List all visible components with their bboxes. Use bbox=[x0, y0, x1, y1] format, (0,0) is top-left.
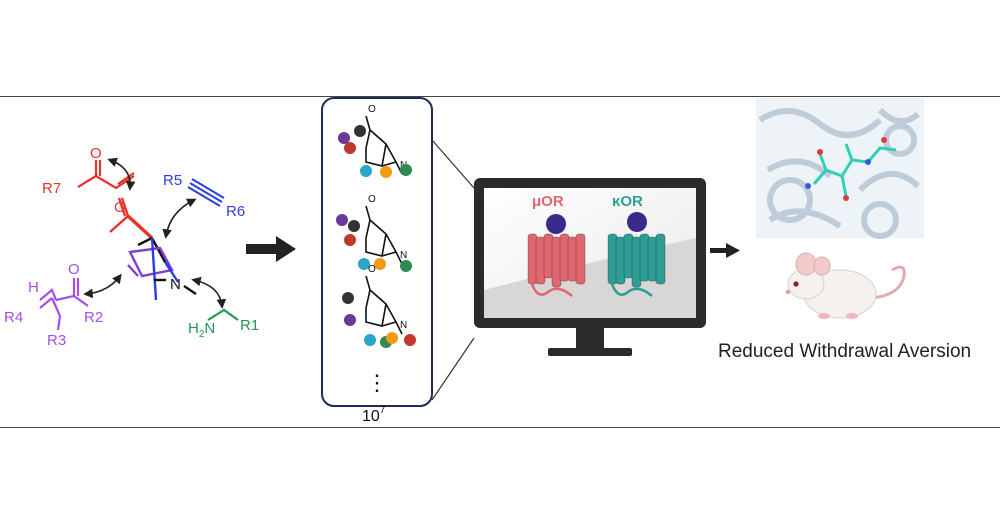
arrow-to-library bbox=[246, 236, 296, 262]
mouse-illustration bbox=[785, 252, 906, 319]
substituent-ball bbox=[400, 260, 412, 272]
amine-building-block bbox=[207, 308, 239, 321]
library-panel: ONONON ⋮ bbox=[321, 97, 433, 407]
kappa-loop bbox=[610, 283, 653, 297]
library-nitrogen-label: N bbox=[400, 250, 407, 261]
michael-h-label: H bbox=[28, 279, 39, 296]
substituent-ball bbox=[358, 258, 370, 270]
library-ellipsis: ⋮ bbox=[366, 370, 388, 395]
kappa-or-label: κOR bbox=[612, 193, 643, 210]
r4-label: R4 bbox=[4, 309, 23, 326]
r6-label: R6 bbox=[226, 203, 245, 220]
amine-h-label: H2N bbox=[188, 320, 215, 340]
r3-label: R3 bbox=[47, 332, 66, 349]
library-member: ON bbox=[336, 194, 412, 272]
substituent-ball bbox=[404, 334, 416, 346]
alkyne-building-block bbox=[187, 178, 225, 207]
acrylate-oxygen-label: O bbox=[90, 145, 102, 162]
substituent-ball bbox=[360, 165, 372, 177]
zoom-lines bbox=[431, 139, 475, 401]
michael-oxygen-label: O bbox=[68, 261, 80, 278]
acrylate-building-block bbox=[77, 160, 135, 190]
mu-helix bbox=[575, 233, 586, 285]
reaction-scheme: O R7 R5 R6 O N bbox=[4, 145, 259, 349]
arrow-to-outcome bbox=[710, 243, 740, 258]
mu-or-label: μOR bbox=[532, 193, 564, 210]
core-nitrogen-label: N bbox=[170, 276, 181, 293]
library-member: ON bbox=[338, 104, 412, 178]
substituent-ball bbox=[386, 332, 398, 344]
outcome-caption: Reduced Withdrawal Aversion bbox=[718, 341, 971, 362]
kappa-opioid-receptor: κOR bbox=[607, 193, 666, 297]
kappa-ligand bbox=[627, 212, 647, 232]
substituent-ball bbox=[380, 166, 392, 178]
substituent-ball bbox=[336, 214, 348, 226]
top-rule bbox=[0, 96, 1000, 97]
substituent-ball bbox=[364, 334, 376, 346]
bottom-rule bbox=[0, 427, 1000, 428]
reaction-arrows bbox=[83, 157, 227, 309]
substituent-ball bbox=[344, 314, 356, 326]
library-members: ONONON bbox=[336, 104, 416, 348]
library-oxygen-label: O bbox=[368, 264, 376, 275]
mu-opioid-receptor: μOR bbox=[527, 193, 586, 297]
library-member: ON bbox=[342, 264, 416, 348]
mu-loop bbox=[530, 283, 573, 297]
kappa-helix bbox=[655, 233, 666, 285]
core-oxygen-label: O bbox=[114, 199, 126, 216]
r1-label: R1 bbox=[240, 317, 259, 334]
mu-receptor-helices bbox=[527, 233, 586, 297]
substituent-ball bbox=[338, 132, 350, 144]
docked-structure-image bbox=[756, 98, 924, 239]
substituent-ball bbox=[354, 125, 366, 137]
r2-label: R2 bbox=[84, 309, 103, 326]
bound-ligand bbox=[812, 143, 897, 197]
mu-ligand bbox=[546, 214, 566, 234]
library-nitrogen-label: N bbox=[400, 320, 407, 331]
michael-acceptor-building-block bbox=[39, 278, 89, 331]
substituent-ball bbox=[348, 220, 360, 232]
r7-label: R7 bbox=[42, 180, 61, 197]
substituent-ball bbox=[344, 142, 356, 154]
library-size-label: 107 bbox=[362, 405, 386, 425]
library-oxygen-label: O bbox=[368, 194, 376, 205]
substituent-ball bbox=[342, 292, 354, 304]
substituent-ball bbox=[374, 258, 386, 270]
substituent-ball bbox=[400, 164, 412, 176]
library-oxygen-label: O bbox=[368, 104, 376, 115]
monitor bbox=[474, 178, 706, 356]
kappa-receptor-helices bbox=[607, 233, 666, 297]
r5-label: R5 bbox=[163, 172, 182, 189]
substituent-ball bbox=[344, 234, 356, 246]
